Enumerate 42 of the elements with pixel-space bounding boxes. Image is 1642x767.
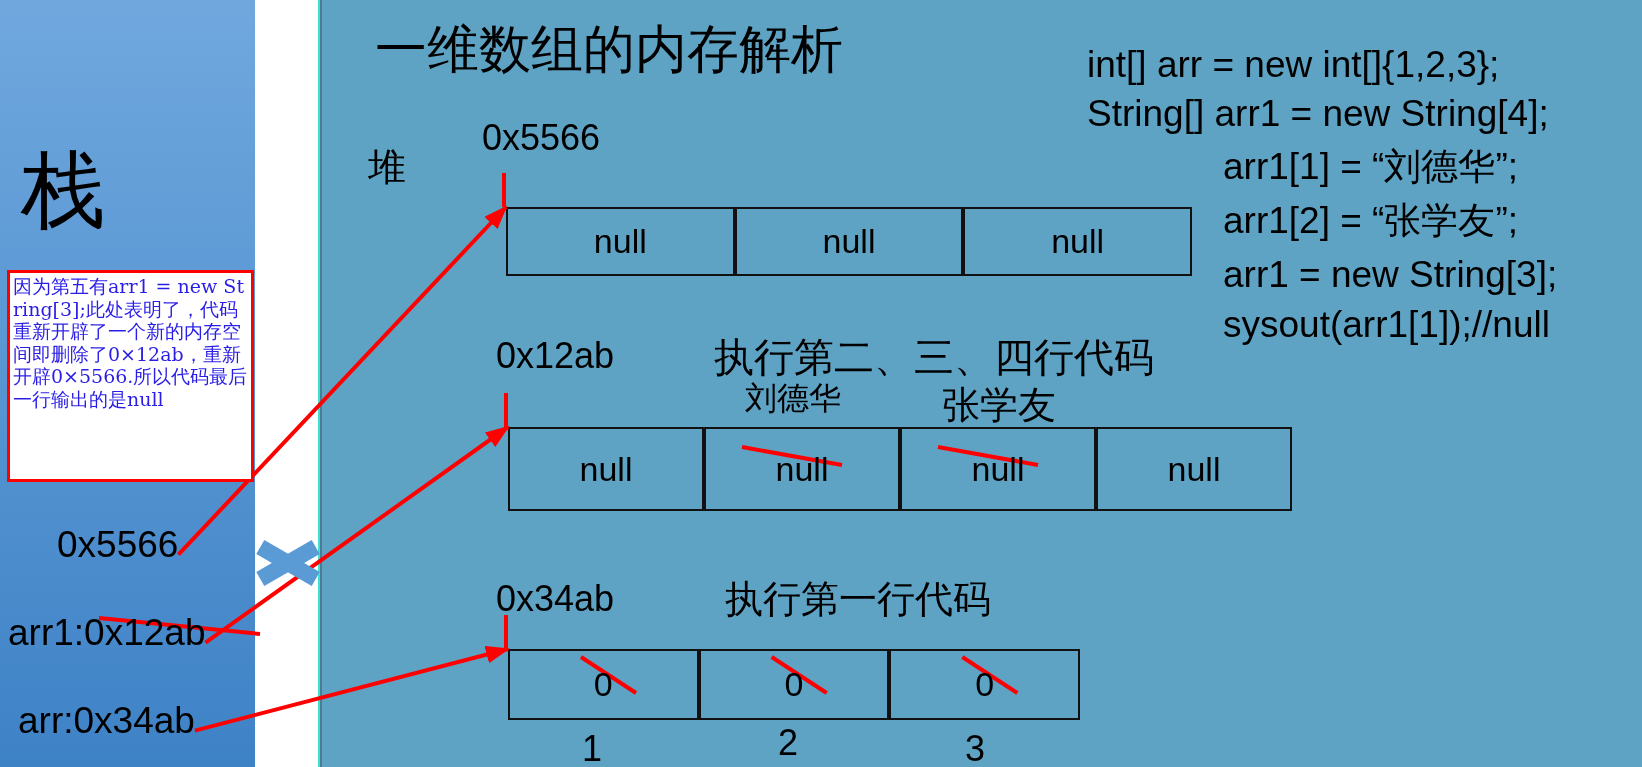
stack-panel [0, 0, 255, 767]
array-cell: 0 [508, 649, 699, 720]
index-label: 3 [965, 728, 986, 767]
address-label: 0x12ab [496, 335, 615, 377]
array-cell: null [963, 207, 1192, 276]
array-cell: null [506, 207, 735, 276]
panel-heading: 栈 [21, 142, 105, 239]
address-label: 0x34ab [496, 578, 615, 620]
array-cell: null [704, 427, 900, 511]
code-line: int[] arr = new int[]{1,2,3}; [1087, 44, 1500, 87]
arrow [194, 645, 510, 733]
step-caption: 执行第一行代码 [725, 578, 991, 622]
value-caption: 张学友 [942, 384, 1056, 428]
step-caption: 执行第二、三、四行代码 [714, 334, 1154, 380]
variable-label: 0x5566 [57, 524, 179, 567]
variable-label: arr:0x34ab [18, 700, 195, 743]
arrow [204, 425, 510, 645]
address-label: 0x5566 [482, 117, 601, 159]
heap-panel [318, 0, 1642, 767]
variable-label: arr1:0x12ab [8, 612, 206, 655]
note-text: 因为第五有arr1 = new String[3];此处表明了，代码重新开辟了一个新的内存空间即删除了0×12ab，重新开辟0×5566.所以代码最后一行输出的是null [13, 275, 248, 410]
code-line: sysout(arr1[1]);//null [1223, 304, 1550, 347]
array-box [506, 207, 1192, 276]
code-line: String[] arr1 = new String[4]; [1087, 93, 1549, 136]
arrow [176, 205, 508, 556]
index-label: 2 [778, 722, 799, 764]
array-cell: null [734, 207, 964, 276]
array-cell: 0 [698, 649, 890, 720]
array-box [508, 427, 1292, 511]
index-label: 1 [582, 728, 603, 767]
array-cell: null [1096, 427, 1292, 511]
note-box [7, 270, 254, 482]
panel-heading: 堆 [368, 146, 406, 190]
array-cell: null [508, 427, 704, 511]
array-box [508, 649, 1080, 720]
value-caption: 刘德华 [745, 380, 841, 417]
array-cell: null [900, 427, 1096, 511]
array-cell: 0 [889, 649, 1080, 720]
code-line: arr1[1] = “刘德华”; [1223, 146, 1519, 189]
diagram-title: 一维数组的内存解析 [375, 20, 843, 80]
code-line: arr1[2] = “张学友”; [1223, 200, 1519, 243]
code-line: arr1 = new String[3]; [1223, 254, 1558, 297]
